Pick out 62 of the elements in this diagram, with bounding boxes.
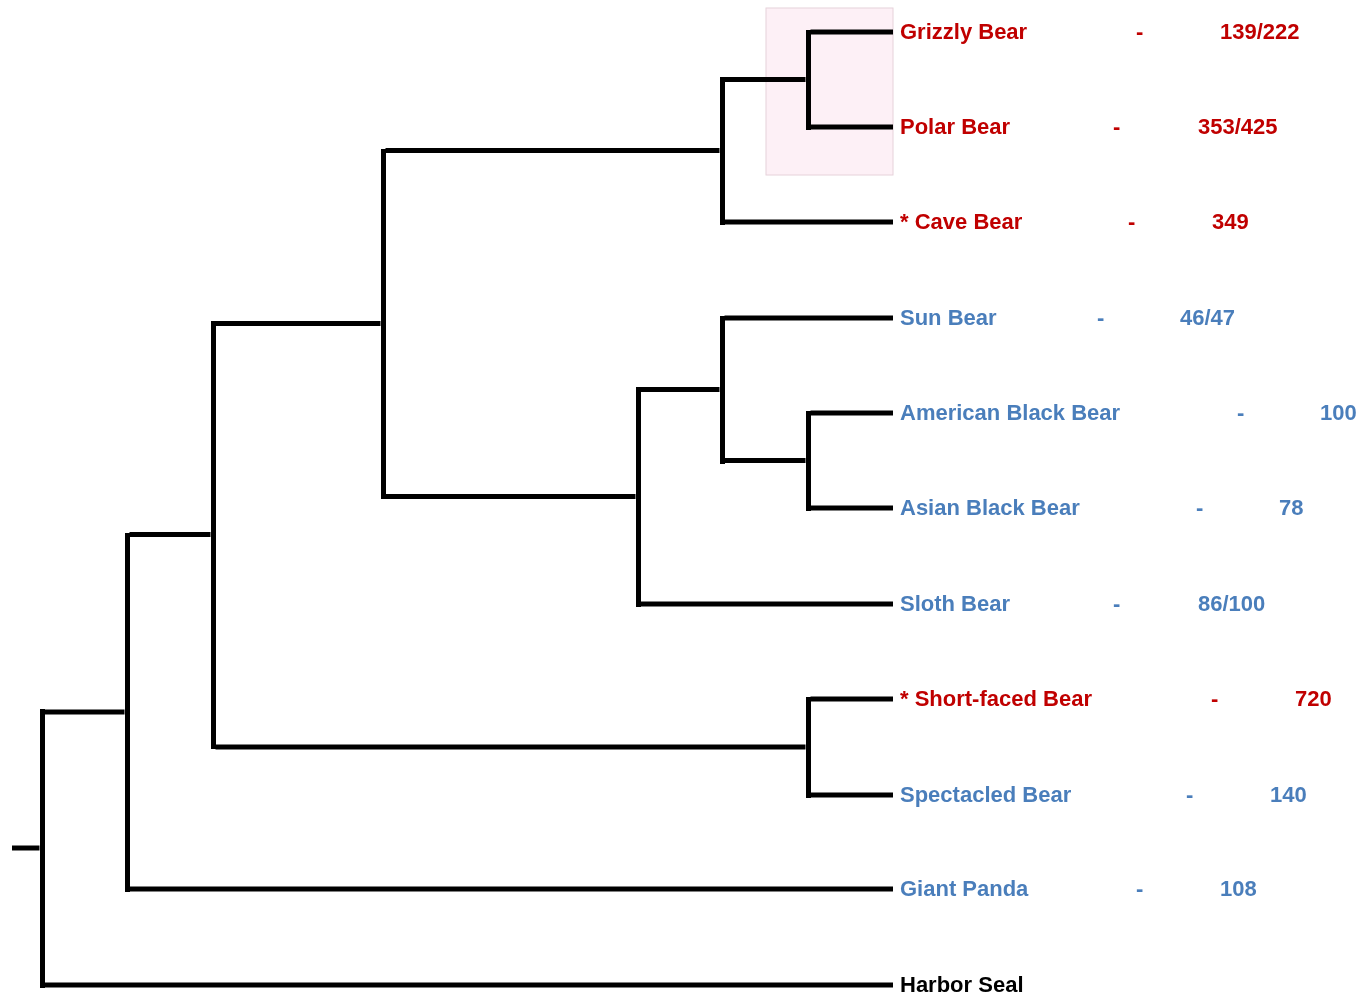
count-label: 353/425 bbox=[1198, 113, 1278, 141]
separator-dash: - bbox=[1128, 208, 1136, 236]
tree-branch bbox=[215, 321, 381, 326]
count-label: 86/100 bbox=[1198, 590, 1266, 618]
tree-branch bbox=[129, 886, 893, 892]
tree-branch bbox=[810, 29, 893, 35]
branch-bar bbox=[719, 315, 725, 464]
tree-branch bbox=[810, 696, 893, 702]
species-label: * Cave Bear bbox=[893, 206, 1023, 238]
species-label: American Black Bear bbox=[893, 397, 1121, 429]
separator-dash: - bbox=[1136, 875, 1144, 903]
tree-branch bbox=[129, 532, 211, 537]
species-label: Grizzly Bear bbox=[893, 16, 1028, 48]
tree-branch bbox=[724, 458, 806, 463]
tree-branch bbox=[44, 982, 893, 988]
tree-branch bbox=[640, 387, 720, 392]
count-label: 78 bbox=[1279, 494, 1304, 522]
count-label: 46/47 bbox=[1180, 304, 1236, 332]
tree-branch bbox=[385, 148, 720, 153]
branch-bar bbox=[805, 29, 811, 130]
tree-branch bbox=[810, 410, 893, 416]
separator-dash: - bbox=[1113, 113, 1121, 141]
species-label: Spectacled Bear bbox=[893, 779, 1072, 811]
tree-branch bbox=[640, 601, 893, 607]
species-label: Sun Bear bbox=[893, 302, 997, 334]
separator-dash: - bbox=[1237, 399, 1245, 427]
branch-bar bbox=[805, 410, 811, 511]
count-label: 100 bbox=[1320, 399, 1357, 427]
species-label: Harbor Seal bbox=[893, 969, 1024, 998]
tree-branch bbox=[724, 315, 893, 321]
branch-bar bbox=[719, 76, 725, 225]
branch-bar bbox=[124, 532, 130, 892]
tree-branch bbox=[810, 505, 893, 511]
count-label: 108 bbox=[1220, 875, 1257, 903]
separator-dash: - bbox=[1186, 781, 1194, 809]
species-label: Polar Bear bbox=[893, 111, 1011, 143]
tree-branch bbox=[724, 219, 893, 225]
species-label: Sloth Bear bbox=[893, 588, 1011, 620]
tree-branch bbox=[12, 845, 40, 851]
branch-bar bbox=[635, 386, 641, 607]
tree-branch bbox=[215, 744, 806, 750]
count-label: 349 bbox=[1212, 208, 1249, 236]
species-label: Giant Panda bbox=[893, 873, 1029, 905]
separator-dash: - bbox=[1196, 494, 1204, 522]
tree-branch bbox=[385, 494, 636, 499]
branch-bar bbox=[39, 708, 45, 988]
count-label: 720 bbox=[1295, 685, 1332, 713]
separator-dash: - bbox=[1211, 685, 1219, 713]
tree-branch bbox=[44, 709, 125, 715]
separator-dash: - bbox=[1097, 304, 1105, 332]
tree-branch bbox=[724, 77, 806, 82]
count-label: 140 bbox=[1270, 781, 1307, 809]
branch-bar bbox=[805, 696, 811, 798]
separator-dash: - bbox=[1113, 590, 1121, 618]
branch-bar bbox=[210, 320, 216, 749]
branch-bar bbox=[380, 148, 386, 499]
species-label: * Short-faced Bear bbox=[893, 683, 1092, 715]
separator-dash: - bbox=[1136, 18, 1144, 46]
count-label: 139/222 bbox=[1220, 18, 1300, 46]
tree-branch bbox=[810, 792, 893, 798]
species-label: Asian Black Bear bbox=[893, 492, 1080, 524]
tree-branch bbox=[810, 124, 893, 130]
